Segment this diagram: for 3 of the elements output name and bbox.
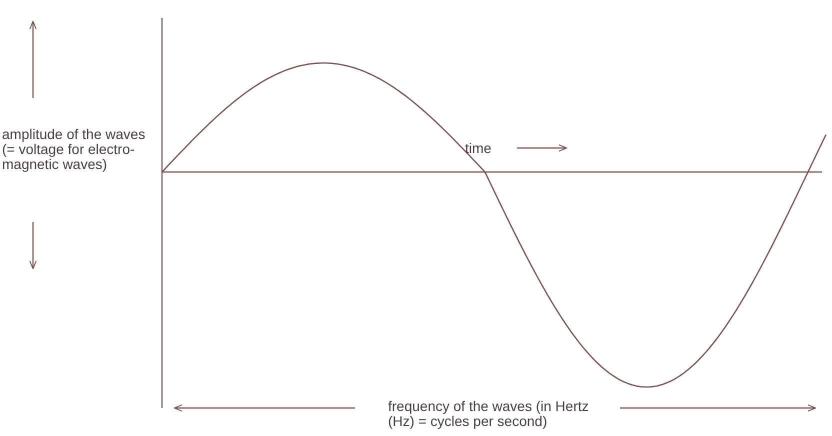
axis-label: amplitude of the waves (= voltage for electro-magnetic waves) (2, 127, 146, 172)
axis-label: frequency of the waves (in Hertz (Hz) = cycles per second) (388, 399, 590, 429)
axis-label: time (465, 141, 492, 156)
